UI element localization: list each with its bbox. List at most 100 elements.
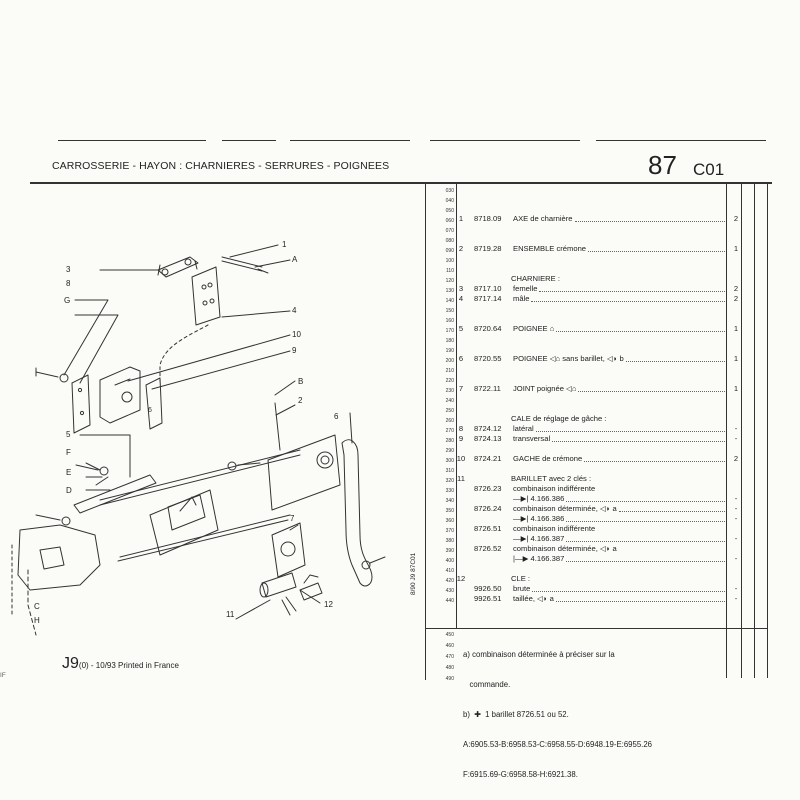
- callout-5: 5: [66, 430, 71, 439]
- row-quantity: 1: [733, 384, 739, 393]
- row-description: AXE de charnière: [513, 214, 573, 223]
- footer-code-main: J9: [62, 655, 79, 672]
- edge-mark: IF: [0, 672, 6, 679]
- shim-plate: [71, 374, 91, 434]
- row-description: combinaison indifférente: [513, 484, 596, 493]
- row-ref-number: 9: [458, 434, 464, 443]
- exploded-diagram: 6: [11, 240, 386, 636]
- line-number: 440: [445, 598, 454, 604]
- row-part-number: 9926.51: [474, 594, 502, 603]
- callout-2: 2: [298, 396, 303, 405]
- dot-leader: [556, 601, 725, 602]
- page-number: 87: [648, 150, 677, 180]
- row-quantity: 2: [733, 294, 739, 303]
- callout-b: B: [298, 377, 303, 386]
- line-number: 330: [445, 488, 454, 494]
- line-number: 040: [445, 198, 454, 204]
- row-description: combinaison déterminée, ◁◗ a: [513, 544, 617, 553]
- note-line: a) combinaison déterminée à préciser sur…: [463, 650, 615, 659]
- line-number: 240: [445, 398, 454, 404]
- note-line: b) ✚ 1 barillet 8726.51 ou 52.: [463, 710, 569, 719]
- top-rule-4: [430, 140, 580, 141]
- line-number: 200: [445, 358, 454, 364]
- row-quantity: 2: [733, 284, 739, 293]
- dot-leader: [566, 561, 725, 562]
- header-rule: [30, 182, 772, 184]
- line-number: 290: [445, 448, 454, 454]
- row-part-number: 8717.14: [474, 294, 502, 303]
- dot-leader: [619, 511, 725, 512]
- callout-4: 4: [292, 306, 297, 315]
- row-description: combinaison indifférente: [513, 524, 596, 533]
- row-quantity: -: [734, 554, 738, 563]
- line-number: 280: [445, 438, 454, 444]
- line-number: 170: [445, 328, 454, 334]
- line-number: 320: [445, 478, 454, 484]
- top-rule-2: [222, 140, 276, 141]
- row-description: combinaison déterminée, ◁◗ a: [513, 504, 617, 513]
- row-ref-number: 3: [458, 284, 464, 293]
- row-quantity: -: [734, 424, 738, 433]
- callout-9: 9: [292, 346, 297, 355]
- row-description: —▶| 4.166.387: [513, 534, 565, 543]
- callout-7: 7: [290, 514, 295, 523]
- line-number: 030: [445, 188, 454, 194]
- line-number: 340: [445, 498, 454, 504]
- row-description: latéral: [513, 424, 534, 433]
- callout-10: 10: [292, 330, 301, 339]
- callout-11: 11: [226, 610, 235, 619]
- line-number: 050: [445, 208, 454, 214]
- row-description: taillée, ◁◗ a: [513, 594, 554, 603]
- dot-leader: [539, 291, 725, 292]
- col-line-qty-left: [726, 183, 727, 678]
- row-part-number: 8724.12: [474, 424, 502, 433]
- row-ref-number: 6: [458, 354, 464, 363]
- line-number: 250: [445, 408, 454, 414]
- callout-h: H: [34, 616, 40, 625]
- row-part-number: 8726.23: [474, 484, 502, 493]
- dot-leader: [566, 521, 725, 522]
- dot-leader: [531, 301, 725, 302]
- outer-handle: [341, 439, 373, 587]
- line-number: 430: [445, 588, 454, 594]
- row-part-number: 8720.64: [474, 324, 502, 333]
- row-description: BARILLET avec 2 clés :: [511, 474, 592, 483]
- row-description: GACHE de crémone: [513, 454, 583, 463]
- top-rule-5: [596, 140, 766, 141]
- cremone-mechanism: [149, 489, 219, 556]
- row-quantity: 1: [733, 354, 739, 363]
- top-rule-1: [58, 140, 206, 141]
- footer-line-number: 460: [445, 643, 454, 649]
- line-number: 120: [445, 278, 454, 284]
- footer-print: - 10/93 Printed in France: [88, 661, 179, 670]
- row-part-number: 8724.13: [474, 434, 502, 443]
- key-set: [281, 574, 323, 616]
- row-quantity: -: [734, 594, 738, 603]
- row-quantity: 1: [733, 244, 739, 253]
- callout-f: F: [66, 448, 71, 457]
- handle-gasket: [271, 522, 306, 578]
- dot-leader: [626, 361, 725, 362]
- row-description: mâle: [513, 294, 530, 303]
- page-title: CARROSSERIE - HAYON : CHARNIERES - SERRU…: [52, 160, 390, 172]
- line-number: 180: [445, 338, 454, 344]
- row-quantity: -: [734, 584, 738, 593]
- row-part-number: 8719.28: [474, 244, 502, 253]
- footer-code-sub: (0): [78, 661, 89, 670]
- row-description: CLE :: [511, 574, 530, 583]
- col-line-ref: [456, 183, 457, 628]
- line-number: 210: [445, 368, 454, 374]
- row-ref-number: 7: [458, 384, 464, 393]
- line-number: 080: [445, 238, 454, 244]
- row-part-number: 9926.50: [474, 584, 502, 593]
- page-code: C01: [693, 160, 725, 179]
- line-number: 160: [445, 318, 454, 324]
- svg-text:6: 6: [148, 407, 152, 414]
- callout-8: 8: [66, 279, 71, 288]
- callout-e: E: [66, 468, 71, 477]
- row-description: brute: [513, 584, 531, 593]
- row-description: JOINT poignée ◁⌂: [513, 384, 577, 393]
- line-number: 090: [445, 248, 454, 254]
- hinge-axle-part: [221, 256, 269, 274]
